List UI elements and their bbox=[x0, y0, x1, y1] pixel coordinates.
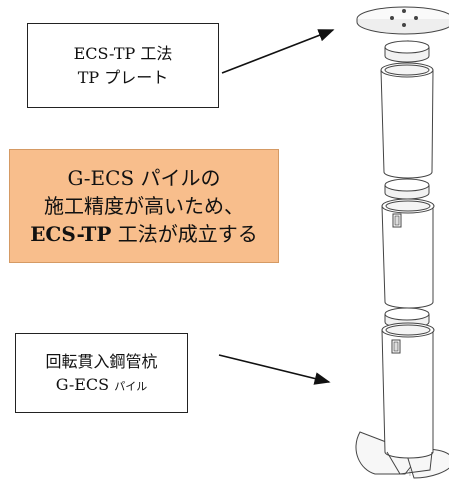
pile-label-small: パイル bbox=[114, 380, 148, 393]
pile-leader-arrow bbox=[218, 354, 331, 385]
tp-label-line2: TP プレート bbox=[77, 67, 169, 87]
construction-accuracy-note: G-ECS パイルの 施工精度が高いため、 ECS-TP 工法が成立する bbox=[9, 149, 279, 263]
tp-plate-label-box: ECS-TP 工法 TP プレート bbox=[27, 23, 219, 108]
tp-leader-arrow bbox=[221, 29, 335, 74]
note-line3: ECS-TP 工法が成立する bbox=[30, 220, 258, 248]
note-line3-rest: 工法が成立する bbox=[111, 222, 258, 246]
note-line3-bold: ECS-TP bbox=[30, 222, 112, 246]
lower-pipe-with-blades bbox=[355, 322, 449, 479]
pile-label-line2: G-ECS パイル bbox=[56, 373, 147, 396]
pile-label-main: G-ECS bbox=[55, 375, 115, 394]
note-line2: 施工精度が高いため、 bbox=[44, 194, 244, 218]
middle-ring bbox=[384, 178, 430, 200]
pile-label-line1: 回転貫入鋼管杭 bbox=[45, 351, 158, 371]
top-ring bbox=[384, 40, 430, 63]
note-line1: G-ECS パイルの bbox=[67, 166, 221, 190]
upper-pipe-segment bbox=[380, 62, 434, 179]
tp-label-line1: ECS-TP 工法 bbox=[73, 44, 173, 64]
pile-label-box: 回転貫入鋼管杭 G-ECS パイル bbox=[15, 333, 188, 413]
middle-pipe-segment bbox=[381, 198, 435, 309]
tp-plate bbox=[356, 6, 449, 35]
